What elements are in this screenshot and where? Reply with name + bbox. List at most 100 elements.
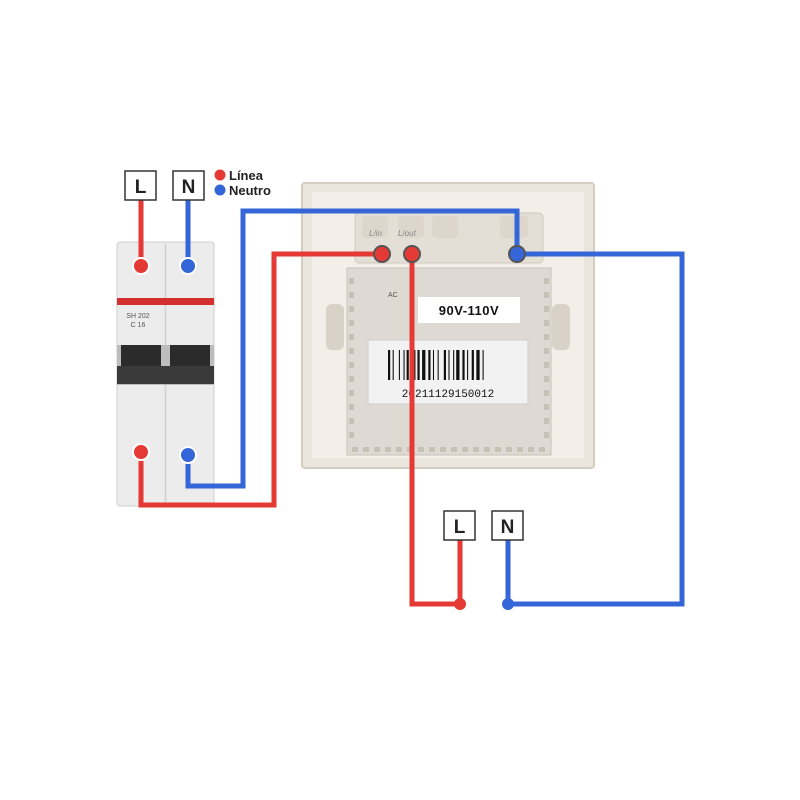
vent-slot xyxy=(544,334,549,340)
breaker-rating-text: C 16 xyxy=(131,322,146,329)
voltage-label: 90V-110V xyxy=(439,303,499,318)
wire-neutral-to-device xyxy=(185,208,520,489)
vent-slot xyxy=(396,447,402,452)
legend-neutral-swatch xyxy=(214,184,226,196)
device-lin-terminal xyxy=(373,245,391,263)
load-labels: L N xyxy=(443,510,524,541)
vent-slot xyxy=(544,292,549,298)
wires xyxy=(138,200,685,607)
barcode-bar xyxy=(471,350,474,380)
legend-line-label: Línea xyxy=(229,168,264,183)
supply-labels: L N xyxy=(124,170,205,201)
vent-slot xyxy=(418,447,424,452)
wire-neutral-to-load xyxy=(510,251,685,607)
vent-slot xyxy=(462,447,468,452)
barcode-bar xyxy=(443,350,446,380)
vent-slot xyxy=(349,432,354,438)
vent-slot xyxy=(544,348,549,354)
terminal-housing-3 xyxy=(432,216,458,238)
barcode-bar xyxy=(403,350,405,380)
barcode-bar xyxy=(462,350,465,380)
barcode-bar xyxy=(414,350,416,380)
ac-label: AC xyxy=(388,292,398,299)
breaker-red-stripe xyxy=(117,298,214,305)
vent-slot xyxy=(539,447,545,452)
vent-slot xyxy=(349,376,354,382)
breaker-neutral-bottom-terminal xyxy=(179,446,197,464)
load-neutral-label: N xyxy=(501,517,515,538)
barcode-bar xyxy=(456,350,460,380)
vent-slot xyxy=(544,404,549,410)
terminal-housing-4 xyxy=(500,216,528,238)
module-vents xyxy=(349,278,549,452)
barcode xyxy=(388,350,484,380)
breaker-lever-right[interactable] xyxy=(170,345,210,367)
breaker-lever-left[interactable] xyxy=(121,345,161,367)
breaker-neutral-top-terminal xyxy=(179,257,197,275)
breaker-model-text: SH 202 xyxy=(126,313,149,320)
legend-neutral-label: Neutro xyxy=(229,183,271,198)
vent-slot xyxy=(544,418,549,424)
vent-slot xyxy=(544,362,549,368)
wire-line-to-device xyxy=(138,251,382,508)
barcode-bar xyxy=(392,350,394,380)
legend-line-swatch xyxy=(214,169,226,181)
load-line-box xyxy=(443,510,476,541)
right-clip xyxy=(552,304,570,350)
load-neutral-junction xyxy=(502,598,514,610)
switch-device: L/in L/out AC 90V-110V 20211129150012 xyxy=(301,182,595,469)
vent-slot xyxy=(363,447,369,452)
vent-slot xyxy=(528,447,534,452)
load-line-label: L xyxy=(454,517,466,538)
barcode-bar xyxy=(388,350,391,380)
vent-slot xyxy=(544,320,549,326)
device-lout-terminal xyxy=(403,245,421,263)
device-neutral-terminal xyxy=(508,245,526,263)
breaker-line-bottom-terminal xyxy=(132,443,150,461)
load-neutral-box xyxy=(491,510,524,541)
vent-slot xyxy=(349,306,354,312)
vent-slot xyxy=(484,447,490,452)
wire-line-to-load xyxy=(409,254,463,607)
supply-neutral-label: N xyxy=(182,177,196,198)
serial-number: 20211129150012 xyxy=(402,389,494,401)
barcode-bar xyxy=(432,350,435,380)
voltage-label-bg xyxy=(418,297,520,323)
barcode-bar xyxy=(417,350,420,380)
vent-slot xyxy=(349,278,354,284)
barcode-bar xyxy=(422,350,426,380)
vent-slot xyxy=(349,334,354,340)
vent-slot xyxy=(349,390,354,396)
vent-slot xyxy=(349,348,354,354)
left-clip xyxy=(326,304,344,350)
load-line-junction xyxy=(454,598,466,610)
terminal-housing-1 xyxy=(362,216,388,238)
barcode-sticker xyxy=(367,339,529,405)
vent-slot xyxy=(495,447,501,452)
vent-slot xyxy=(451,447,457,452)
vent-slot xyxy=(440,447,446,452)
barcode-bar xyxy=(467,350,469,380)
vent-slot xyxy=(544,278,549,284)
vent-slot xyxy=(429,447,435,452)
vent-slot xyxy=(517,447,523,452)
terminals xyxy=(132,245,526,610)
circuit-breaker: SH 202 C 16 xyxy=(116,241,215,507)
barcode-bar xyxy=(398,350,400,380)
vent-slot xyxy=(544,390,549,396)
barcode-bar xyxy=(406,350,409,380)
breaker-lever-base xyxy=(117,366,214,384)
vent-slot xyxy=(544,376,549,382)
vent-slot xyxy=(349,320,354,326)
vent-slot xyxy=(374,447,380,452)
barcode-bar xyxy=(453,350,455,380)
vent-slot xyxy=(385,447,391,452)
terminal-housing-2 xyxy=(398,216,424,238)
vent-slot xyxy=(506,447,512,452)
barcode-bar xyxy=(448,350,450,380)
terminal-label-lout: L/out xyxy=(398,229,417,238)
vent-slot xyxy=(544,432,549,438)
vent-slot xyxy=(473,447,479,452)
